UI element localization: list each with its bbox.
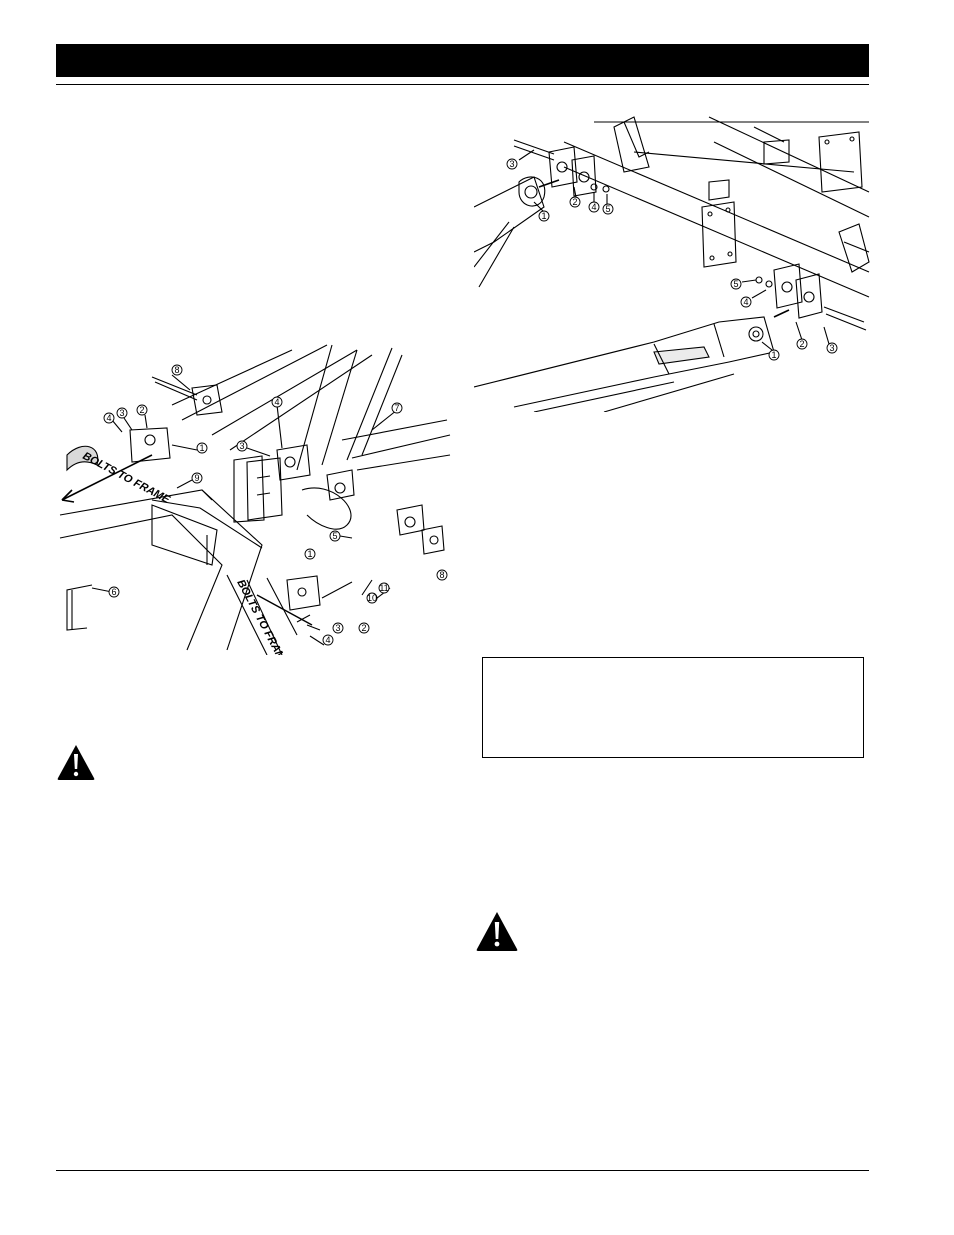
callout-3: 3 — [335, 623, 340, 633]
callout-5: 5 — [332, 531, 337, 541]
bolts-to-frame-label: BOLTS TO FRAME — [234, 578, 290, 655]
warning-triangle-icon — [56, 743, 96, 781]
callout-6: 6 — [111, 587, 116, 597]
callout-11: 11 — [379, 583, 388, 593]
callout-3: 3 — [829, 343, 834, 353]
callout-3: 3 — [119, 408, 124, 418]
bolts-to-frame-label: BOLTS TO FRAME — [81, 450, 173, 506]
callout-8: 8 — [439, 570, 444, 580]
callout-1: 1 — [771, 350, 776, 360]
callout-1: 1 — [199, 443, 204, 453]
callout-4: 4 — [743, 297, 748, 307]
callout-2: 2 — [572, 197, 577, 207]
hinge-assembly-figure: 3 1 2 4 5 5 4 1 2 3 — [474, 112, 874, 412]
callout-9: 9 — [194, 473, 199, 483]
header-rule — [56, 84, 869, 85]
callout-4: 4 — [274, 397, 279, 407]
callout-1: 1 — [541, 211, 546, 221]
callout-3: 3 — [239, 441, 244, 451]
callout-4: 4 — [325, 635, 330, 645]
callout-2: 2 — [139, 405, 144, 415]
callout-3: 3 — [509, 159, 514, 169]
callout-4: 4 — [591, 202, 596, 212]
callout-7: 7 — [394, 403, 399, 413]
header-bar — [56, 44, 869, 77]
warning-triangle-icon — [475, 910, 519, 952]
callout-4: 4 — [106, 413, 111, 423]
callout-2: 2 — [361, 623, 366, 633]
callout-2: 2 — [799, 339, 804, 349]
hitch-assembly-figure: 8 4 3 2 1 4 3 7 9 5 6 1 11 10 2 3 4 8 BO… — [52, 340, 452, 655]
callout-1: 1 — [307, 549, 312, 559]
callout-5: 5 — [733, 279, 738, 289]
callout-5: 5 — [605, 204, 610, 214]
footer-rule — [56, 1170, 869, 1171]
callout-10: 10 — [367, 593, 377, 603]
callout-8: 8 — [174, 365, 179, 375]
note-box — [482, 657, 864, 758]
